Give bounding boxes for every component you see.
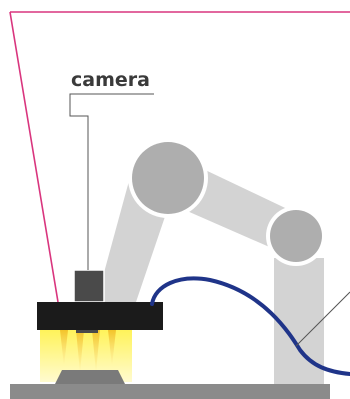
robot-elbow-joint [270, 210, 322, 262]
cable-leader-line [295, 291, 350, 347]
camera-label: camera [71, 69, 150, 91]
light-streak [76, 330, 84, 372]
ring-light-inner [76, 330, 98, 333]
camera-body [73, 269, 105, 303]
field-of-view-boundary [9, 11, 350, 303]
camera-leader-line [69, 93, 154, 270]
light-streak [60, 330, 68, 366]
light-streak [108, 330, 116, 366]
ring-light [37, 302, 163, 330]
base-plate [10, 384, 330, 399]
workpiece [54, 370, 126, 386]
cable [150, 276, 350, 376]
robot-shoulder-joint [132, 142, 204, 214]
light-streak [92, 330, 100, 372]
robot-arm [96, 138, 326, 386]
boundary-left-line [9, 11, 59, 303]
